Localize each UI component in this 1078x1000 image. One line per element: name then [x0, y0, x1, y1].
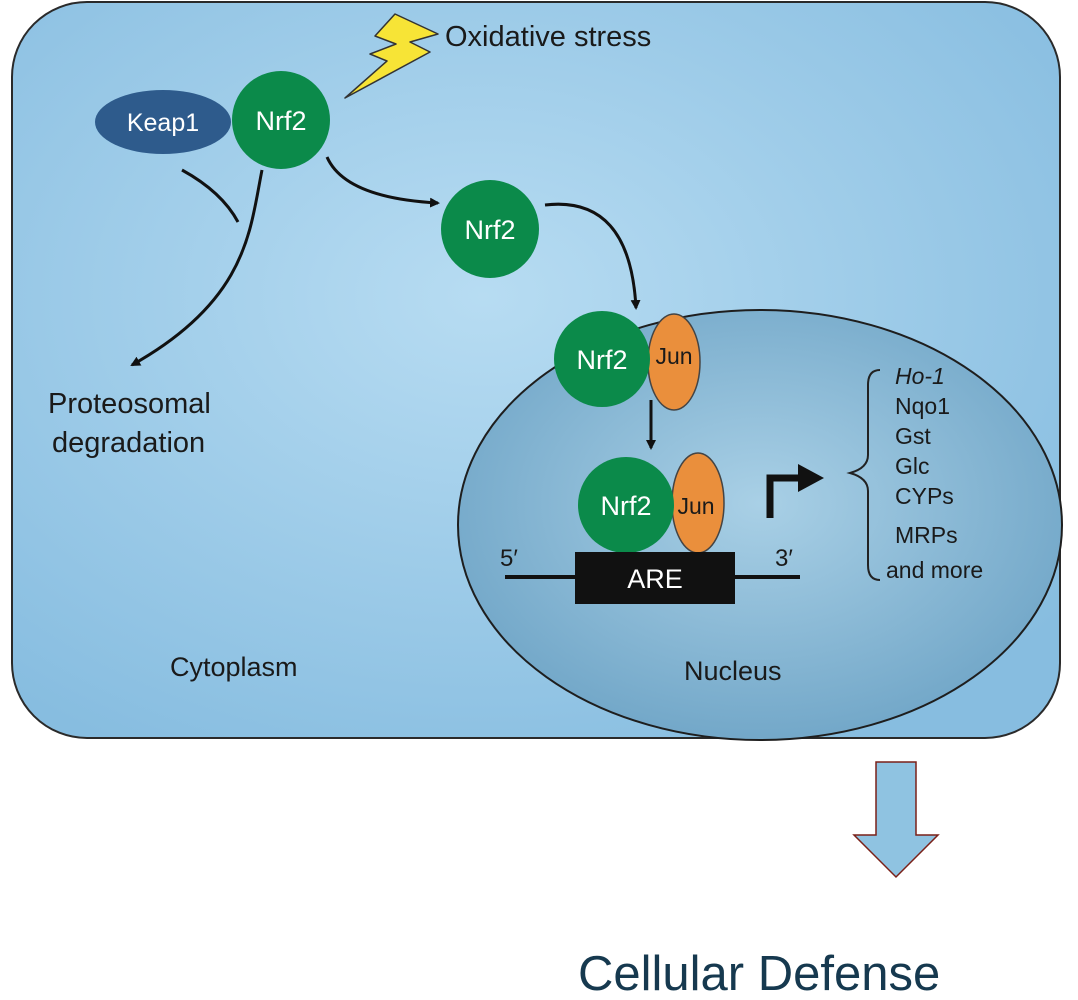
- proteosomal-label-line2: degradation: [52, 427, 205, 459]
- nrf2-nuclear-protein-1: [554, 311, 650, 407]
- gene-item-glc: Glc: [895, 453, 930, 479]
- are-element: [575, 552, 735, 604]
- three-prime-label: 3′: [775, 545, 793, 572]
- gene-list-brace: [846, 369, 881, 581]
- are-label: ARE: [627, 564, 683, 594]
- nrf2-free-label: Nrf2: [464, 215, 515, 245]
- cellular-defense-arrow: [852, 761, 940, 879]
- degradation-arrow: [130, 169, 264, 367]
- gene-item-nqo1: Nqo1: [895, 393, 950, 419]
- cellular-defense-label: Cellular Defense: [578, 947, 940, 1000]
- jun-label-1: Jun: [655, 343, 692, 369]
- cytoplasm-label: Cytoplasm: [170, 652, 298, 682]
- nucleus: [457, 309, 1063, 741]
- keap1-protein: [95, 90, 231, 154]
- transcription-arrow: [766, 474, 800, 518]
- gene-item-and-more: and more: [886, 557, 983, 583]
- translocation-arrow: [544, 202, 641, 310]
- keap1-label: Keap1: [127, 109, 199, 137]
- oxidative-stress-label: Oxidative stress: [445, 21, 651, 53]
- transcription-arrowhead: [798, 464, 824, 492]
- nrf2-free-protein: [441, 180, 539, 278]
- five-prime-label: 5′: [500, 545, 518, 572]
- gene-item-gst: Gst: [895, 423, 931, 449]
- nrf2-nuclear-protein-2: [578, 457, 674, 553]
- proteosomal-label-line1: Proteosomal: [48, 388, 211, 420]
- release-arrow: [325, 156, 440, 208]
- gene-item-cyps: CYPs: [895, 483, 954, 509]
- gene-item-ho1: Ho-1: [895, 363, 945, 389]
- keap1-degradation-branch: [181, 168, 240, 223]
- nrf2-nuclear-label-1: Nrf2: [576, 345, 627, 375]
- nrf2-bound-label: Nrf2: [255, 106, 306, 136]
- jun-label-2: Jun: [677, 493, 714, 519]
- nrf2-bound-protein: [232, 71, 330, 169]
- nucleus-label: Nucleus: [684, 656, 782, 686]
- lightning-bolt-icon: [344, 13, 439, 99]
- gene-item-mrps: MRPs: [895, 522, 958, 548]
- nrf2-nuclear-label-2: Nrf2: [600, 491, 651, 521]
